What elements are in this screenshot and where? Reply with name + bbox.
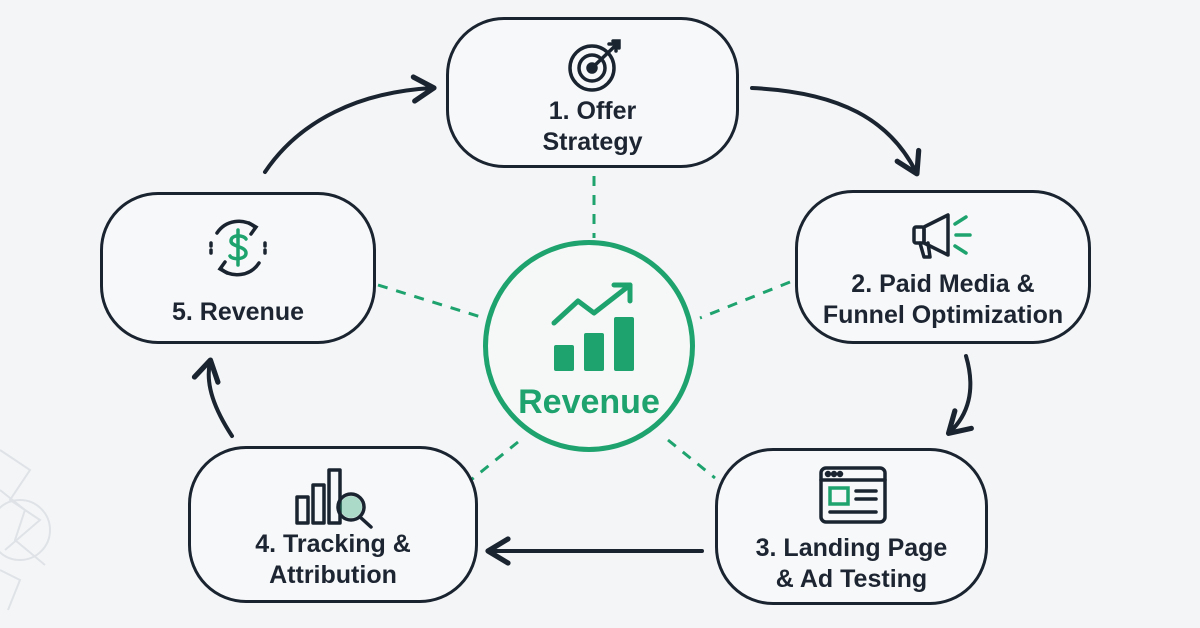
step-paid-media-funnel-optimization: 2. Paid Media & Funnel Optimization: [795, 190, 1091, 344]
landing-page-icon: [819, 466, 887, 524]
step-3-title-line-2: & Ad Testing: [775, 565, 928, 593]
background-watermark: [0, 449, 51, 611]
target-icon: [568, 39, 621, 92]
step-1-title-line-1: 1. Offer: [548, 97, 637, 125]
analytics-search-icon: [295, 468, 373, 529]
step-4-title-line-1: 4. Tracking &: [255, 530, 411, 558]
step-tracking-attribution: 4. Tracking & Attribution: [188, 446, 478, 603]
arrow-step-4-to-5: [191, 357, 234, 438]
step-4-title-line-2: Attribution: [269, 561, 397, 589]
step-landing-page-ad-testing: 3. Landing Page & Ad Testing: [715, 448, 988, 605]
step-2-title-line-2: Funnel Optimization: [822, 301, 1064, 329]
step-3-title-line-1: 3. Landing Page: [755, 534, 948, 562]
step-offer-strategy: 1. Offer Strategy: [446, 17, 739, 168]
spoke-to-step-3: [667, 438, 716, 480]
step-revenue: 5. Revenue: [100, 192, 376, 344]
spoke-to-step-2: [699, 280, 791, 320]
arrow-step-5-to-1: [263, 74, 437, 174]
revenue-hub: Revenue: [483, 240, 695, 452]
arrow-step-2-to-3: [945, 354, 974, 436]
step-5-title: 5. Revenue: [171, 298, 304, 326]
dollar-cycle-icon: [209, 219, 267, 277]
spoke-to-step-4: [465, 440, 519, 486]
megaphone-icon: [912, 213, 972, 259]
hub-spokes: [377, 176, 791, 486]
arrow-step-1-to-2: [750, 86, 922, 177]
spoke-to-step-5: [377, 283, 485, 320]
step-1-title-line-2: Strategy: [542, 128, 643, 156]
hub-label: Revenue: [518, 383, 660, 421]
step-2-title-line-1: 2. Paid Media &: [851, 270, 1035, 298]
growth-chart-icon: [551, 282, 634, 371]
